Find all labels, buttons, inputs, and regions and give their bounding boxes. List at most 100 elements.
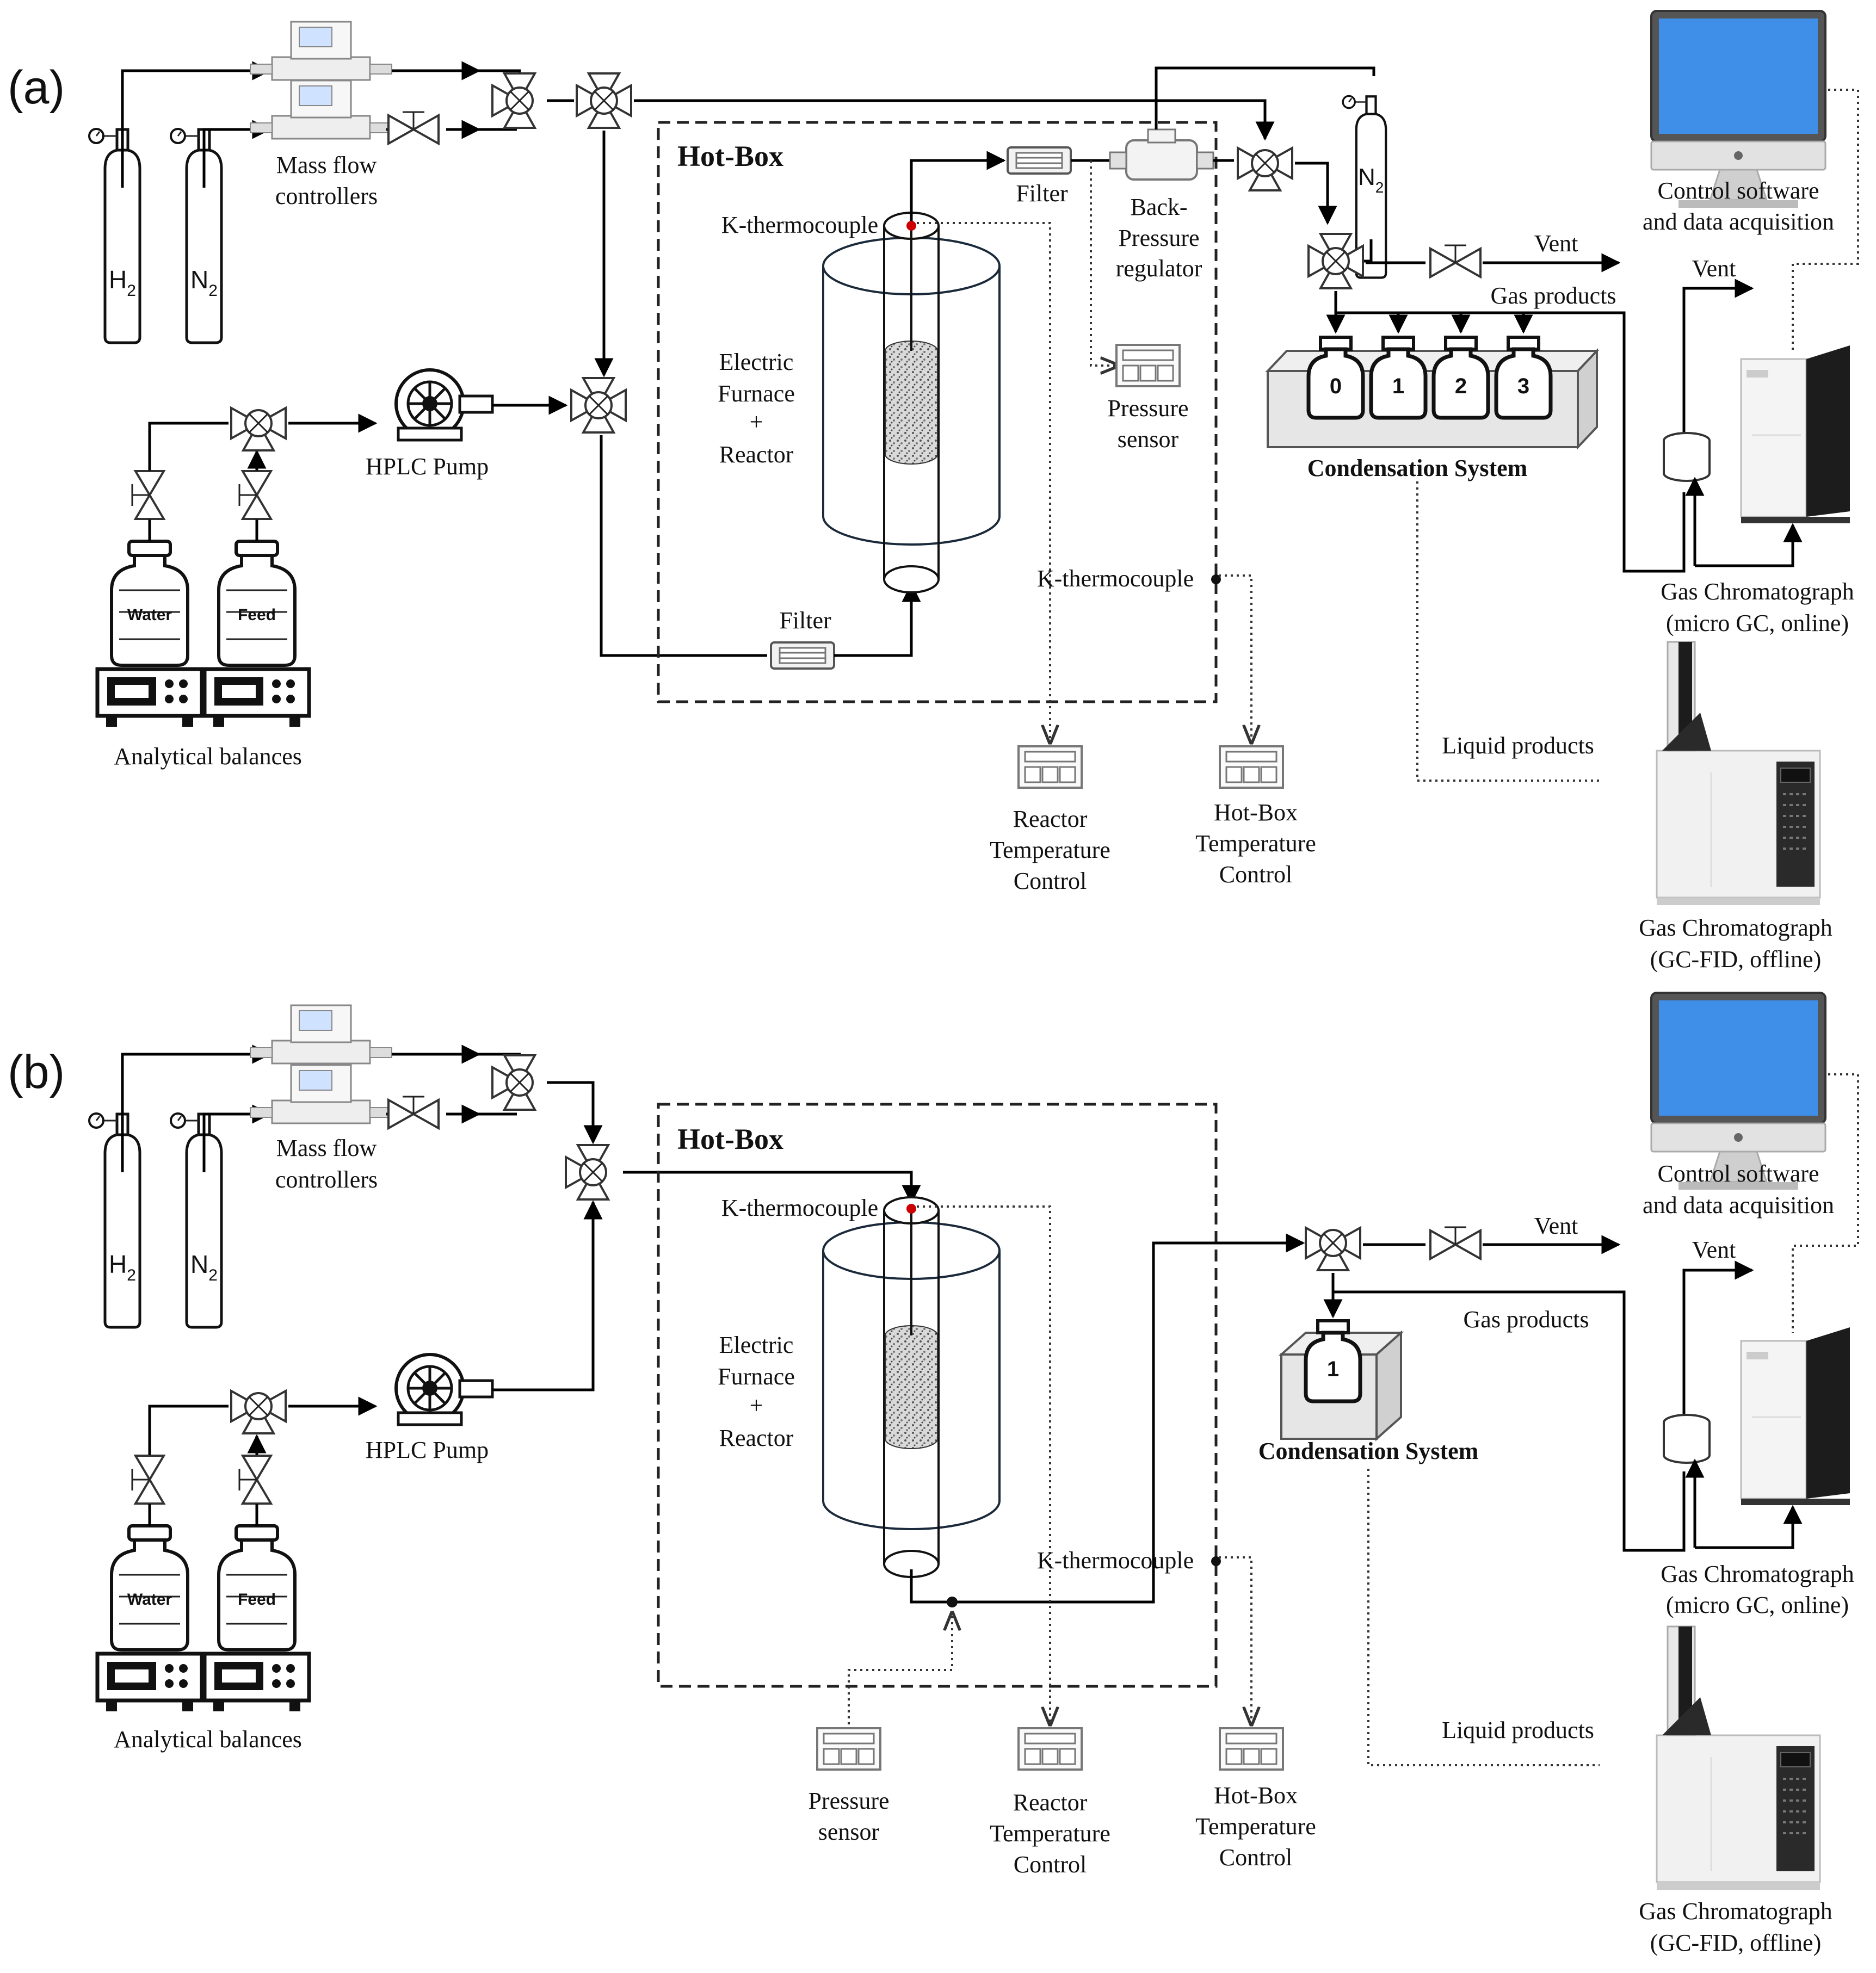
hotbox-temp-label-2: Temperature [1195,1813,1316,1840]
mass-flow-label-1: Mass flow [276,1135,377,1161]
reactor-temp-label-1: Reactor [1013,806,1088,832]
furnace-label-1: Electric [719,1332,794,1358]
water-valve [131,1455,165,1505]
pressure-sensor-label-2: sensor [818,1819,880,1845]
k-thermocouple-top-label: K-thermocouple [721,212,878,238]
hotbox-temp-label-2: Temperature [1195,830,1316,857]
hplc-pump-label: HPLC Pump [366,453,489,480]
gc-online-label-2: (micro GC, online) [1666,610,1849,636]
bpr-label-1: Back- [1130,194,1187,220]
hotbox-temperature-controller [1219,745,1284,789]
four-way-valve-main [576,72,632,129]
vent-gc-label: Vent [1692,1236,1736,1263]
mass-flow-controller-2 [249,79,393,140]
vent-needle-valve [1429,244,1482,278]
feed-valve [238,470,272,520]
n2-cylinder-label: N2 [190,265,218,300]
panel-a: (a) H2 N2 Mass flow controllers Water Fe… [8,10,1859,973]
condenser-2-label: 2 [1455,374,1467,398]
analytical-balances-label: Analytical balances [114,743,302,770]
liquid-products-label: Liquid products [1442,1717,1594,1743]
reactor-temp-label-2: Temperature [990,1820,1110,1847]
feed-bottle-balance [205,1526,309,1711]
needle-valve [387,111,440,145]
furnace-label-3: + [750,409,763,435]
filter-bottom [770,641,835,670]
panel-b: (b) H2 N2 Mass flow controllers Water Fe… [8,992,1859,1956]
gc-online-label-1: Gas Chromatograph [1661,1561,1854,1587]
n2-purge-label: N2 [1358,164,1384,196]
needle-valve [387,1096,440,1129]
vent-gc-label: Vent [1692,255,1736,282]
hotbox-temp-label-3: Control [1219,861,1292,888]
three-way-valve-vent [1307,233,1364,289]
hotbox-temp-label-1: Hot-Box [1214,799,1298,826]
water-valve [131,470,165,520]
feed-label: Feed [238,606,276,624]
gc-offline-label-1: Gas Chromatograph [1639,1898,1832,1925]
control-software-label-2: and data acquisition [1643,1192,1834,1219]
reactor-temp-label-2: Temperature [990,837,1110,863]
gc-offline-label-2: (GC-FID, offline) [1650,946,1821,973]
vent-main-label: Vent [1534,230,1578,257]
water-label: Water [127,1591,172,1609]
gc-offline-label-2: (GC-FID, offline) [1650,1929,1821,1956]
mass-flow-label-2: controllers [275,1166,378,1193]
hotbox-temperature-controller [1219,1727,1284,1771]
condenser-1-label: 1 [1392,374,1404,398]
three-way-valve-outlet [1237,147,1293,191]
liquid-selector-valve [230,1390,287,1434]
four-way-valve-main [565,1144,609,1201]
mass-flow-controller-2 [249,1064,393,1124]
furnace-label-3: + [750,1392,763,1419]
k-thermocouple-bottom-label: K-thermocouple [1037,1547,1194,1574]
mass-flow-controller-1 [249,21,393,81]
hot-box-label: Hot-Box [677,140,783,172]
water-bottle-balance [97,541,202,727]
n2-cylinder [171,1114,221,1327]
control-software-label-2: and data acquisition [1643,208,1834,235]
three-way-valve-liquid [570,377,627,434]
gas-products-label: Gas products [1491,282,1616,309]
liquid-products-label: Liquid products [1442,732,1594,759]
k-thermocouple-bottom-label: K-thermocouple [1037,565,1194,592]
pressure-sensor-label-1: Pressure [1107,395,1188,422]
bpr-label-2: Pressure [1118,225,1199,251]
condensation-system-label: Condensation System [1307,455,1528,481]
analytical-balances-label: Analytical balances [114,1726,302,1753]
three-way-valve-gas [491,72,536,129]
hot-box-label: Hot-Box [677,1123,783,1155]
furnace-label-4: Reactor [719,441,794,468]
h2-cylinder-label: H2 [109,265,136,300]
gas-products-label: Gas products [1464,1306,1589,1333]
vent-main-label: Vent [1534,1213,1578,1239]
mass-flow-label-2: controllers [275,183,378,209]
back-pressure-regulator [1109,128,1214,181]
water-label: Water [127,606,172,624]
hplc-pump-label: HPLC Pump [366,1437,489,1463]
mass-flow-label-1: Mass flow [276,152,377,178]
h2-cylinder-label: H2 [109,1250,136,1284]
feed-bottle-balance [205,541,309,727]
panel-label: (b) [8,1046,65,1098]
gc-offline-label-1: Gas Chromatograph [1639,914,1832,941]
filter-top-label: Filter [1016,180,1068,207]
panel-label: (a) [8,61,65,114]
reactor-temperature-controller [1017,745,1083,789]
reactor-temp-label-1: Reactor [1013,1789,1088,1816]
mass-flow-controller-1 [249,1004,393,1065]
condensation-system-label: Condensation System [1258,1438,1479,1464]
reactor-temp-label-3: Control [1014,1851,1087,1878]
hot-box-enclosure [657,121,1218,703]
pressure-sensor [816,1727,881,1771]
hotbox-temp-label-1: Hot-Box [1214,1782,1298,1809]
gc-online-label-2: (micro GC, online) [1666,1592,1849,1618]
furnace-label-1: Electric [719,349,794,375]
h2-cylinder [89,129,140,343]
filter-bottom-label: Filter [779,607,831,634]
gc-sample-vessel [1663,432,1711,482]
condenser-1-label: 1 [1327,1357,1339,1381]
gc-fid-offline [1656,1625,1821,1891]
pressure-sensor [1115,344,1181,387]
